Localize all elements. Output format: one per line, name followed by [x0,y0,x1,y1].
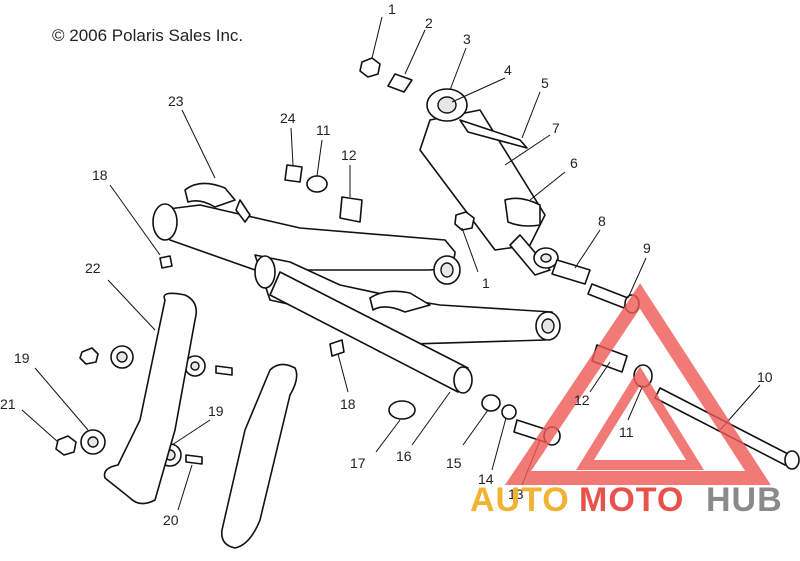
nut-part-1-top [359,57,381,78]
bolt-part-20 [185,454,203,465]
callout-8: 8 [598,213,606,229]
callout-20: 20 [163,512,179,528]
callout-12-upper: 12 [341,147,357,163]
callout-11-upper: 11 [316,122,331,138]
callout-11-lower: 11 [619,424,634,440]
copyright-text: © 2006 Polaris Sales Inc. [52,26,243,45]
sleeve-part-8 [551,259,591,285]
callout-10: 10 [757,369,773,385]
watermark-moto: MOTO [579,481,684,519]
upper-arm-assembly [152,182,461,285]
callout-17: 17 [350,455,366,471]
bushing-part-2 [387,73,413,93]
callout-labels: 1 2 3 4 5 7 6 23 24 11 12 18 8 9 1 22 19… [0,1,773,528]
nut-part-1-mid [454,211,475,231]
nut-part-21 [55,435,77,456]
cross-shaft [269,271,473,394]
callout-19-right: 19 [208,403,224,419]
washer-part-15 [481,394,501,412]
grease-fitting-18-mid [329,339,345,357]
callout-14: 14 [478,471,494,487]
watermark-text: AUTO MOTO HUB [470,481,783,519]
callout-4: 4 [504,62,512,78]
bolt-part-9 [587,283,629,309]
callout-13: 13 [508,486,524,502]
callout-12-lower: 12 [574,392,590,408]
watermark-logo [504,283,771,485]
washer-part-14 [501,404,517,420]
callout-5: 5 [541,75,549,91]
callout-6: 6 [570,155,578,171]
strap-links [103,292,298,549]
ring-part-17 [388,400,416,420]
watermark-auto: AUTO [470,481,570,519]
callout-7: 7 [552,120,560,136]
grease-fitting-18-left [159,255,173,269]
bushing-part-24 [284,164,303,183]
callout-22: 22 [85,260,101,276]
nut-part-small [79,347,99,365]
callout-1-top: 1 [388,1,396,17]
callout-15: 15 [446,455,462,471]
callout-9: 9 [643,240,651,256]
callout-23: 23 [168,93,184,109]
callout-1-mid: 1 [482,275,490,291]
callout-16: 16 [396,448,412,464]
washer-part-11-upper [306,175,328,193]
callout-3: 3 [463,31,471,47]
callout-2: 2 [425,15,433,31]
callout-18-mid: 18 [340,396,356,412]
callout-24: 24 [280,110,296,126]
callout-21: 21 [0,396,16,412]
shock-absorber [419,88,559,276]
callout-19-left: 19 [14,350,30,366]
sleeve-part-12-upper [339,196,363,223]
callout-18-left: 18 [92,167,108,183]
watermark-hub: HUB [706,481,783,519]
